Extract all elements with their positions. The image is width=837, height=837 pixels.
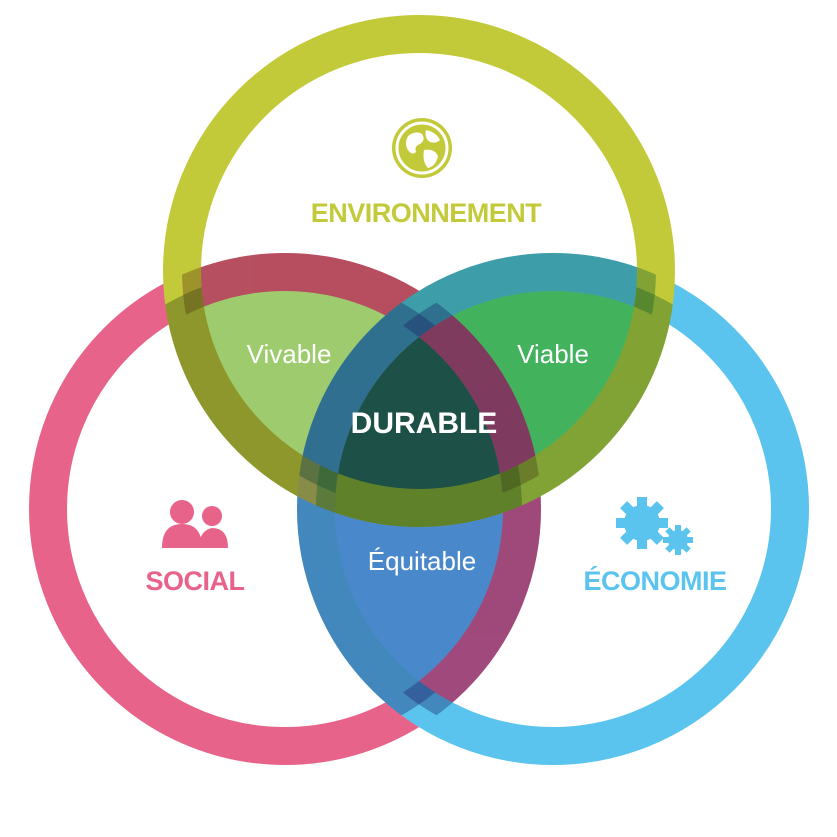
- economy-circle: [297, 253, 809, 765]
- viable-label: Viable: [517, 339, 589, 369]
- durable-label: DURABLE: [351, 407, 498, 440]
- social-circle: [29, 253, 541, 765]
- environment-label: ENVIRONNEMENT: [311, 198, 543, 228]
- gears-icon: [616, 497, 693, 555]
- economy-label: ÉCONOMIE: [583, 565, 726, 596]
- durable-region: [316, 272, 522, 508]
- environment-circle: [163, 15, 675, 527]
- equitable-label: Équitable: [368, 546, 476, 576]
- globe-icon: [392, 118, 452, 178]
- vivable-label: Vivable: [247, 339, 332, 369]
- social-label: SOCIAL: [145, 566, 244, 596]
- people-icon: [162, 500, 228, 548]
